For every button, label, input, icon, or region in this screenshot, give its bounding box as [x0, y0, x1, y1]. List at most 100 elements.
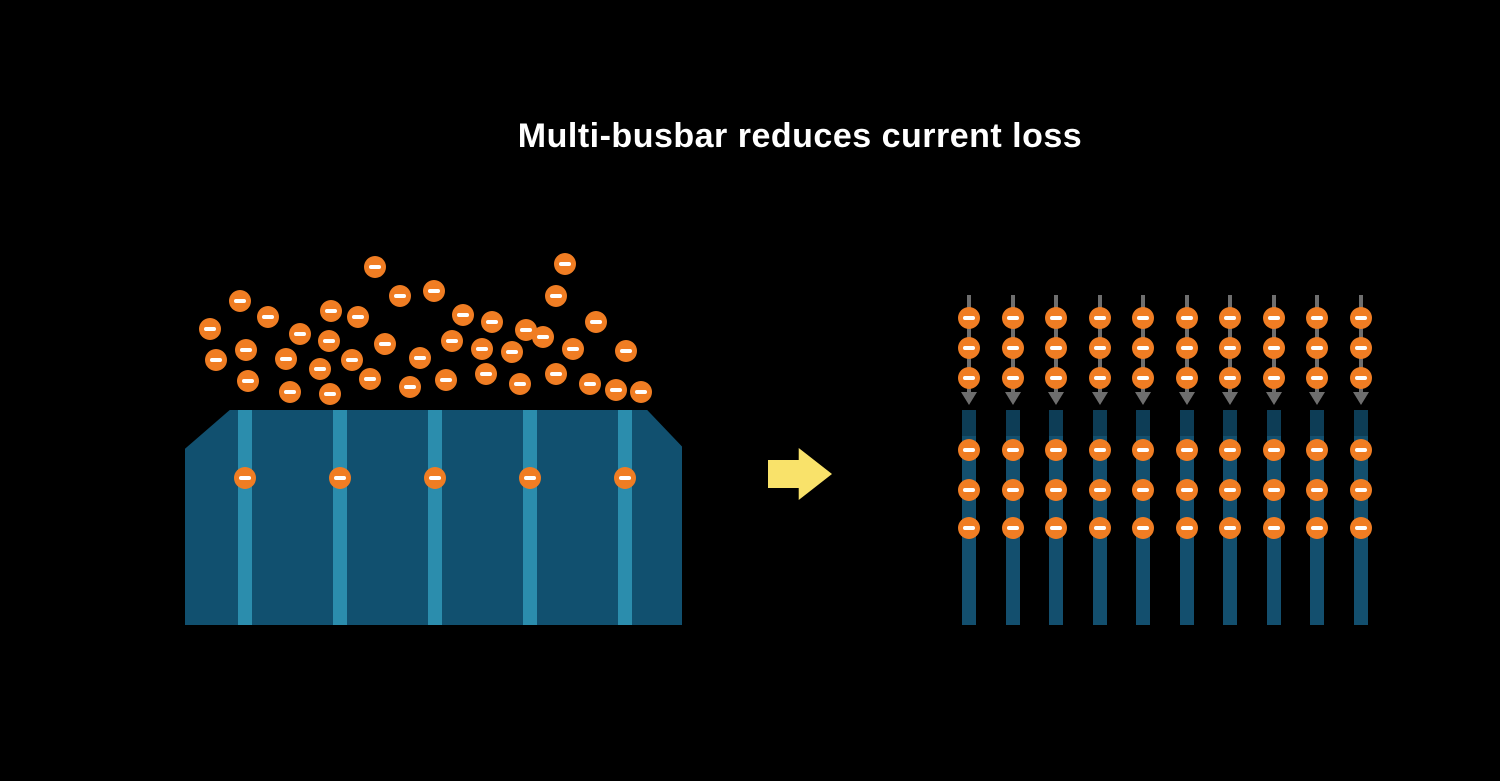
minus-symbol	[1354, 526, 1367, 530]
minus-symbol	[364, 377, 376, 381]
electron-icon	[614, 467, 636, 489]
electron-icon	[1088, 367, 1111, 389]
electron-icon	[509, 373, 531, 395]
electron-icon	[257, 306, 279, 328]
minus-symbol	[280, 357, 292, 361]
minus-symbol	[514, 382, 526, 386]
minus-symbol	[550, 372, 562, 376]
electron-icon	[545, 285, 567, 307]
down-arrow-head	[1178, 392, 1195, 405]
electron-icon	[1175, 479, 1198, 501]
minus-symbol	[1050, 488, 1063, 492]
minus-symbol	[1006, 376, 1019, 380]
electron-icon	[1045, 367, 1068, 389]
electron-icon	[481, 311, 503, 333]
minus-symbol	[559, 262, 571, 266]
minus-symbol	[963, 488, 975, 492]
busbar-column	[1175, 295, 1198, 625]
electron-icon	[1175, 367, 1198, 389]
minus-symbol	[620, 349, 632, 353]
minus-symbol	[1137, 526, 1150, 530]
electron-icon	[1306, 479, 1329, 501]
minus-symbol	[1137, 376, 1150, 380]
electron-icon	[1088, 479, 1111, 501]
minus-symbol	[1311, 526, 1324, 530]
minus-symbol	[1354, 316, 1367, 320]
minus-symbol	[1050, 376, 1063, 380]
minus-symbol	[379, 342, 391, 346]
minus-symbol	[1093, 488, 1106, 492]
electron-icon	[320, 300, 342, 322]
minus-symbol	[369, 265, 381, 269]
minus-symbol	[325, 309, 337, 313]
down-arrow-head	[1352, 392, 1369, 405]
electron-icon	[1175, 517, 1198, 539]
electron-icon	[289, 323, 311, 345]
electron-icon	[1349, 337, 1372, 359]
minus-symbol	[1180, 376, 1193, 380]
electron-icon	[341, 349, 363, 371]
busbar-column	[1132, 295, 1155, 625]
minus-symbol	[1354, 448, 1367, 452]
minus-symbol	[1093, 316, 1106, 320]
electron-icon	[1045, 479, 1068, 501]
minus-symbol	[1137, 346, 1150, 350]
electron-icon	[1262, 517, 1285, 539]
minus-symbol	[1050, 316, 1063, 320]
electron-icon	[615, 340, 637, 362]
minus-symbol	[284, 390, 296, 394]
electron-icon	[545, 363, 567, 385]
down-arrow-head	[961, 392, 977, 405]
electron-icon	[579, 373, 601, 395]
electron-icon	[532, 326, 554, 348]
minus-symbol	[1093, 346, 1106, 350]
minus-symbol	[1180, 316, 1193, 320]
minus-symbol	[520, 328, 532, 332]
electron-icon	[234, 467, 256, 489]
electron-icon	[1001, 517, 1024, 539]
electron-icon	[374, 333, 396, 355]
busbar-column	[958, 295, 980, 625]
busbar-stripe	[333, 410, 347, 625]
minus-symbol	[635, 390, 647, 394]
minus-symbol	[352, 315, 364, 319]
minus-symbol	[1311, 346, 1324, 350]
electron-icon	[319, 383, 341, 405]
electron-icon	[1132, 479, 1155, 501]
electron-icon	[1219, 337, 1242, 359]
electron-icon	[452, 304, 474, 326]
electron-icon	[519, 467, 541, 489]
minus-symbol	[1180, 526, 1193, 530]
busbar-column	[1088, 295, 1111, 625]
electron-icon	[1001, 479, 1024, 501]
minus-symbol	[1311, 488, 1324, 492]
minus-symbol	[1267, 346, 1280, 350]
electron-icon	[237, 370, 259, 392]
electron-icon	[1132, 337, 1155, 359]
electron-icon	[1175, 307, 1198, 329]
electron-icon	[1132, 439, 1155, 461]
minus-symbol	[1311, 448, 1324, 452]
electron-icon	[1219, 367, 1242, 389]
electron-icon	[424, 467, 446, 489]
electron-icon	[309, 358, 331, 380]
electron-icon	[199, 318, 221, 340]
electron-icon	[1132, 307, 1155, 329]
minus-symbol	[567, 347, 579, 351]
electron-icon	[1175, 337, 1198, 359]
minus-symbol	[1267, 316, 1280, 320]
busbar-column	[1219, 295, 1242, 625]
electron-icon	[279, 381, 301, 403]
multi-busbar-columns	[958, 295, 1372, 625]
minus-symbol	[1311, 316, 1324, 320]
electron-icon	[1219, 479, 1242, 501]
electron-icon	[605, 379, 627, 401]
minus-symbol	[1006, 346, 1019, 350]
minus-symbol	[239, 476, 251, 480]
electron-icon	[958, 439, 980, 461]
minus-symbol	[590, 320, 602, 324]
electron-icon	[1001, 439, 1024, 461]
electron-icon	[1349, 307, 1372, 329]
electron-icon	[1306, 337, 1329, 359]
